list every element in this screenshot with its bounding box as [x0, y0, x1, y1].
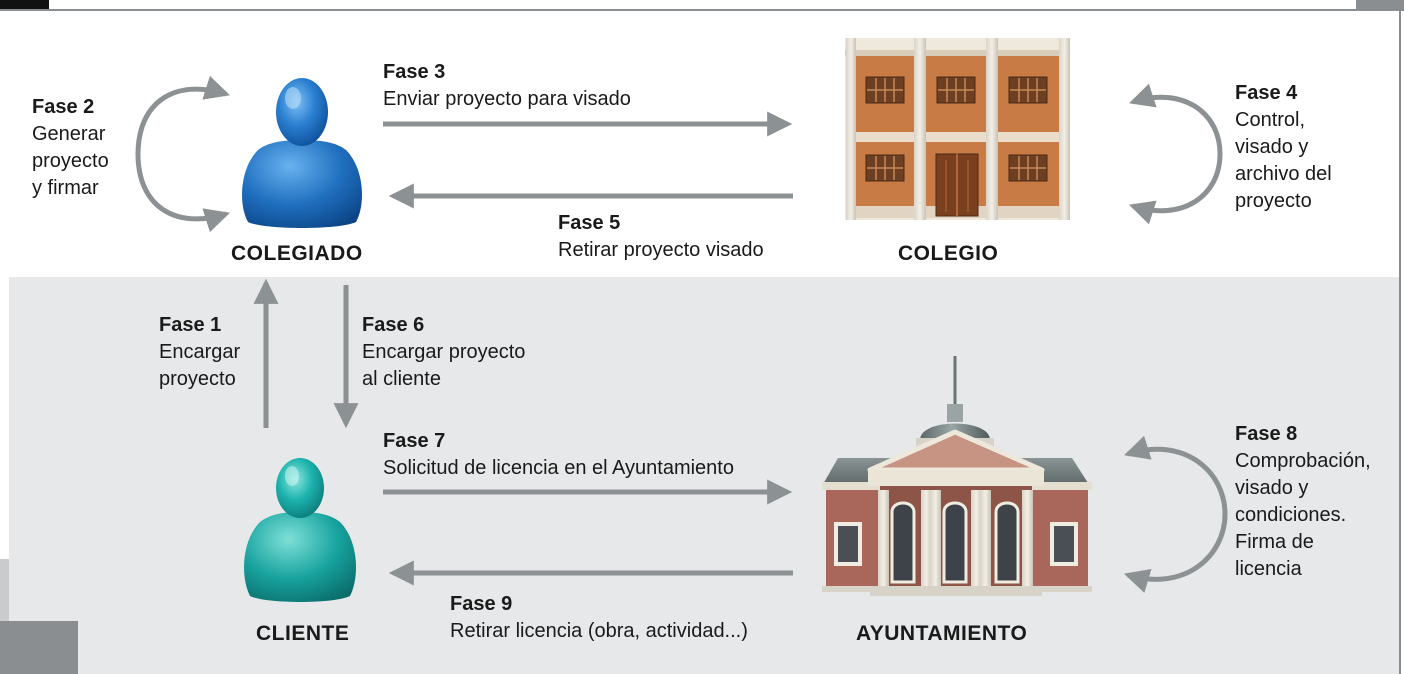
- town-hall-icon: [822, 356, 1092, 596]
- phase-text: Encargar proyecto al cliente: [362, 341, 526, 390]
- phase-label-4: Fase 4 Control, visado y archivo del pro…: [1235, 80, 1332, 215]
- phase-label-3: Fase 3 Enviar proyecto para visado: [383, 59, 631, 113]
- phase-label-6: Fase 6 Encargar proyecto al cliente: [362, 312, 525, 393]
- phase-text: Retirar licencia (obra, actividad...): [450, 620, 748, 642]
- phase-title: Fase 3: [383, 61, 446, 83]
- phase-title: Fase 6: [362, 314, 425, 336]
- node-label-colegiado: COLEGIADO: [231, 242, 363, 265]
- phase-text: Comprobación, visado y condiciones. Firm…: [1235, 450, 1371, 580]
- phase-text: Control, visado y archivo del proyecto: [1235, 109, 1332, 212]
- arrow-fase-8-loop: [1124, 435, 1228, 593]
- phase-title: Fase 4: [1235, 82, 1298, 104]
- phase-label-1: Fase 1 Encargar proyecto: [159, 312, 240, 393]
- phase-text: Generar proyecto y firmar: [32, 123, 109, 199]
- college-building-icon: [845, 38, 1070, 220]
- phase-label-9: Fase 9 Retirar licencia (obra, actividad…: [450, 591, 748, 645]
- phase-title: Fase 9: [450, 593, 513, 615]
- phase-label-8: Fase 8 Comprobación, visado y condicione…: [1235, 421, 1371, 583]
- phase-label-2: Fase 2 Generar proyecto y firmar: [32, 94, 109, 202]
- phase-title: Fase 7: [383, 430, 446, 452]
- phase-text: Encargar proyecto: [159, 341, 241, 390]
- phase-title: Fase 5: [558, 212, 621, 234]
- phase-label-5: Fase 5 Retirar proyecto visado: [558, 210, 764, 264]
- node-label-ayuntamiento: AYUNTAMIENTO: [856, 622, 1028, 645]
- frame-right-rule: [1399, 9, 1401, 674]
- arrow-fase-4-loop: [1129, 83, 1223, 225]
- corner-accent-black: [0, 0, 49, 11]
- frame-top-rule: [0, 9, 1400, 11]
- node-label-cliente: CLIENTE: [256, 622, 350, 645]
- phase-label-7: Fase 7 Solicitud de licencia en el Ayunt…: [383, 428, 734, 482]
- phase-title: Fase 8: [1235, 423, 1298, 445]
- arrow-fase-2-loop: [135, 75, 230, 233]
- side-tab: [0, 559, 9, 621]
- phase-text: Solicitud de licencia en el Ayuntamiento: [383, 457, 734, 479]
- arrows: [135, 75, 1228, 593]
- phase-text: Enviar proyecto para visado: [383, 88, 631, 110]
- lower-section-background: [9, 277, 1399, 674]
- corner-accent-grey-bottom: [0, 621, 78, 674]
- person-icon: [244, 458, 356, 602]
- person-icon: [242, 78, 362, 228]
- corner-accent-grey: [1356, 0, 1404, 11]
- phase-text: Retirar proyecto visado: [558, 239, 764, 261]
- phase-title: Fase 1: [159, 314, 222, 336]
- node-label-colegio: COLEGIO: [898, 242, 999, 265]
- phase-title: Fase 2: [32, 96, 95, 118]
